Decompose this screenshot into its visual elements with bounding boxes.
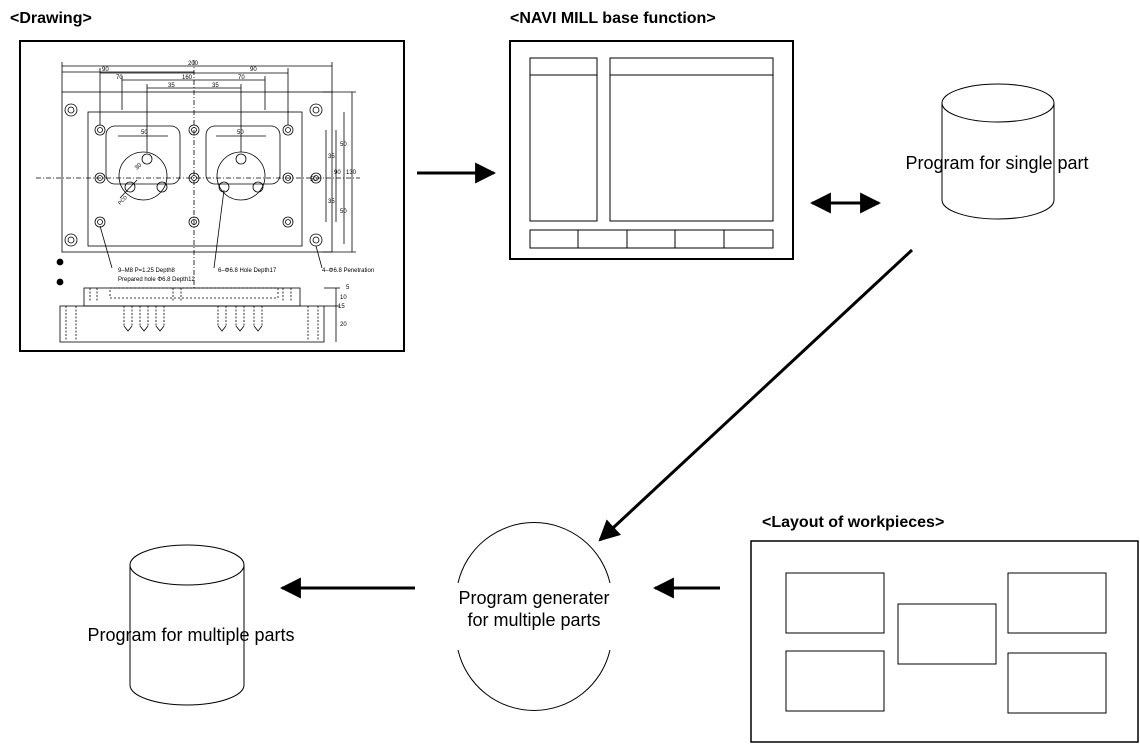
navi-outer-frame bbox=[509, 40, 794, 260]
navi-mill-title: <NAVI MILL base function> bbox=[510, 10, 716, 27]
right-hole-top bbox=[235, 153, 247, 165]
left-hole-bl bbox=[124, 181, 136, 193]
navi-main-pane bbox=[609, 57, 774, 222]
workpiece-3 bbox=[897, 603, 997, 665]
dim-70-right: 70 bbox=[238, 75, 245, 81]
navi-softkey-bar bbox=[529, 229, 774, 249]
left-pcd-circle bbox=[118, 151, 168, 201]
layout-title: <Layout of workpieces> bbox=[762, 514, 945, 531]
dim-50-center: 50 bbox=[310, 177, 317, 183]
dim-10: 10 bbox=[340, 295, 347, 301]
workpiece-4 bbox=[785, 650, 885, 712]
dim-130-vertical: 130 bbox=[346, 170, 357, 176]
dim-5: 5 bbox=[346, 285, 350, 291]
dim-50-right-pocket: 50 bbox=[237, 130, 244, 136]
left-hole-br bbox=[156, 181, 168, 193]
note-prepared-hole: Prepared hole Φ6.8 Depth12 bbox=[118, 277, 196, 283]
dim-r30: 30 bbox=[134, 162, 143, 171]
single-part-label: Program for single part bbox=[905, 153, 1089, 173]
right-hole-br bbox=[252, 181, 264, 193]
dim-90-left: 90 bbox=[102, 67, 109, 73]
plate-outline bbox=[61, 91, 333, 253]
dim-200: 200 bbox=[188, 61, 199, 67]
right-pocket bbox=[205, 125, 281, 185]
drawing-title: <Drawing> bbox=[10, 10, 92, 27]
multiple-parts-cylinder bbox=[129, 544, 245, 706]
layout-frame bbox=[750, 540, 1139, 743]
generator-label-line1: Program generater bbox=[458, 588, 610, 608]
workpiece-5 bbox=[1007, 652, 1107, 714]
dim-35-right-lower: 35 bbox=[328, 199, 335, 205]
dim-35-left: 35 bbox=[168, 83, 175, 89]
note-m8: 9–M8 P=1.25 Depth8 bbox=[118, 268, 176, 274]
dim-35-right: 35 bbox=[212, 83, 219, 89]
dim-160: 160 bbox=[182, 75, 193, 81]
layout-panel bbox=[750, 540, 1139, 743]
engineering-drawing bbox=[36, 60, 360, 343]
note-hole-depth17: 6–Φ6.8 Hole Depth17 bbox=[218, 268, 277, 274]
pocket-outline bbox=[87, 111, 303, 247]
dim-90-right: 90 bbox=[250, 67, 257, 73]
dim-50-right-lower: 50 bbox=[340, 209, 347, 215]
program-generator-circle bbox=[457, 522, 611, 711]
note-penetration: 4–Φ6.8 Penetration bbox=[322, 268, 374, 274]
arrow-single-to-generator bbox=[598, 248, 914, 542]
dim-50-left-pocket: 50 bbox=[141, 130, 148, 136]
left-pocket bbox=[105, 125, 181, 185]
flow-arrows bbox=[279, 162, 914, 599]
dim-15: 15 bbox=[338, 304, 345, 310]
generator-label-line2: for multiple parts bbox=[467, 610, 601, 630]
single-part-cylinder bbox=[941, 83, 1055, 220]
left-hole-top bbox=[141, 153, 153, 165]
dim-pcd: PCD bbox=[117, 194, 129, 206]
navi-left-pane bbox=[529, 57, 598, 222]
navi-mill-panel bbox=[509, 40, 794, 260]
workpiece-1 bbox=[785, 572, 885, 634]
dim-20: 20 bbox=[340, 322, 347, 328]
dim-90-vertical: 90 bbox=[334, 170, 341, 176]
workpiece-2 bbox=[1007, 572, 1107, 634]
dim-50-right-upper: 50 bbox=[340, 142, 347, 148]
drawing-annotations: 200 160 90 90 70 70 35 35 50 50 50 50 35… bbox=[102, 61, 374, 328]
dim-70-left: 70 bbox=[116, 75, 123, 81]
dim-35-right-upper: 35 bbox=[328, 154, 335, 160]
drawing-panel: 200 160 90 90 70 70 35 35 50 50 50 50 35… bbox=[19, 40, 405, 352]
multiple-parts-label: Program for multiple parts bbox=[87, 625, 295, 645]
